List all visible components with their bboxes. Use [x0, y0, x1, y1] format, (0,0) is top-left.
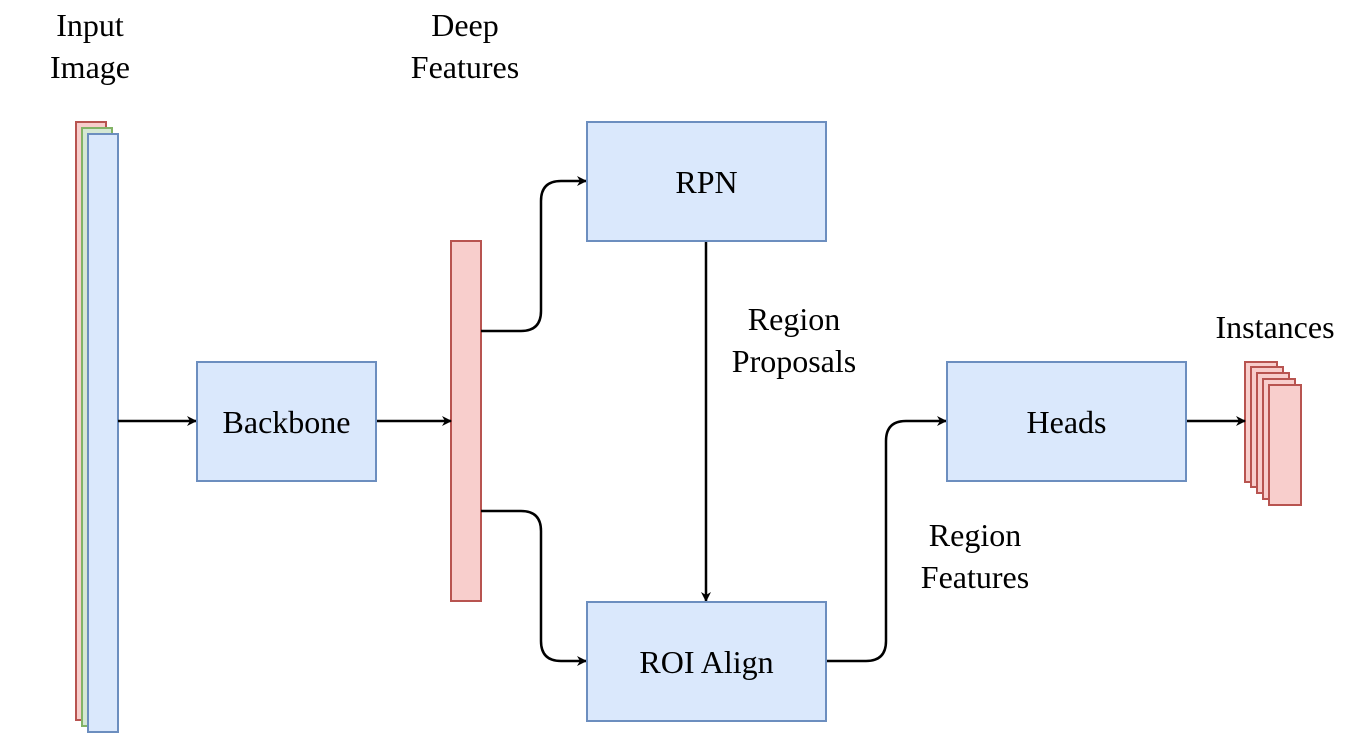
backbone-box: Backbone — [196, 361, 377, 482]
region-proposals-label: Region Proposals — [731, 301, 857, 379]
region-features-label: Region Features — [920, 517, 1030, 595]
roi-align-label: ROI Align — [639, 643, 774, 680]
rpn-box: RPN — [586, 121, 827, 242]
heads-box: Heads — [946, 361, 1187, 482]
edge-roi-align-to-heads — [826, 416, 947, 663]
heads-label: Heads — [1026, 403, 1107, 440]
rpn-label: RPN — [675, 163, 738, 200]
roi-align-box: ROI Align — [586, 601, 827, 722]
deep-features-bar — [450, 240, 482, 602]
instances-stack — [1244, 361, 1302, 506]
instance-layer-5 — [1268, 384, 1302, 506]
instances-label: Instances — [1215, 309, 1335, 345]
input-channel-blue — [87, 133, 119, 733]
input-image-label: Input Image — [50, 7, 130, 85]
edge-features-to-rpn — [481, 176, 587, 333]
deep-features-label: Deep Features — [410, 7, 520, 85]
backbone-label: Backbone — [222, 403, 351, 440]
edge-features-to-roi-align — [481, 509, 587, 666]
input-image-stack — [75, 121, 119, 733]
